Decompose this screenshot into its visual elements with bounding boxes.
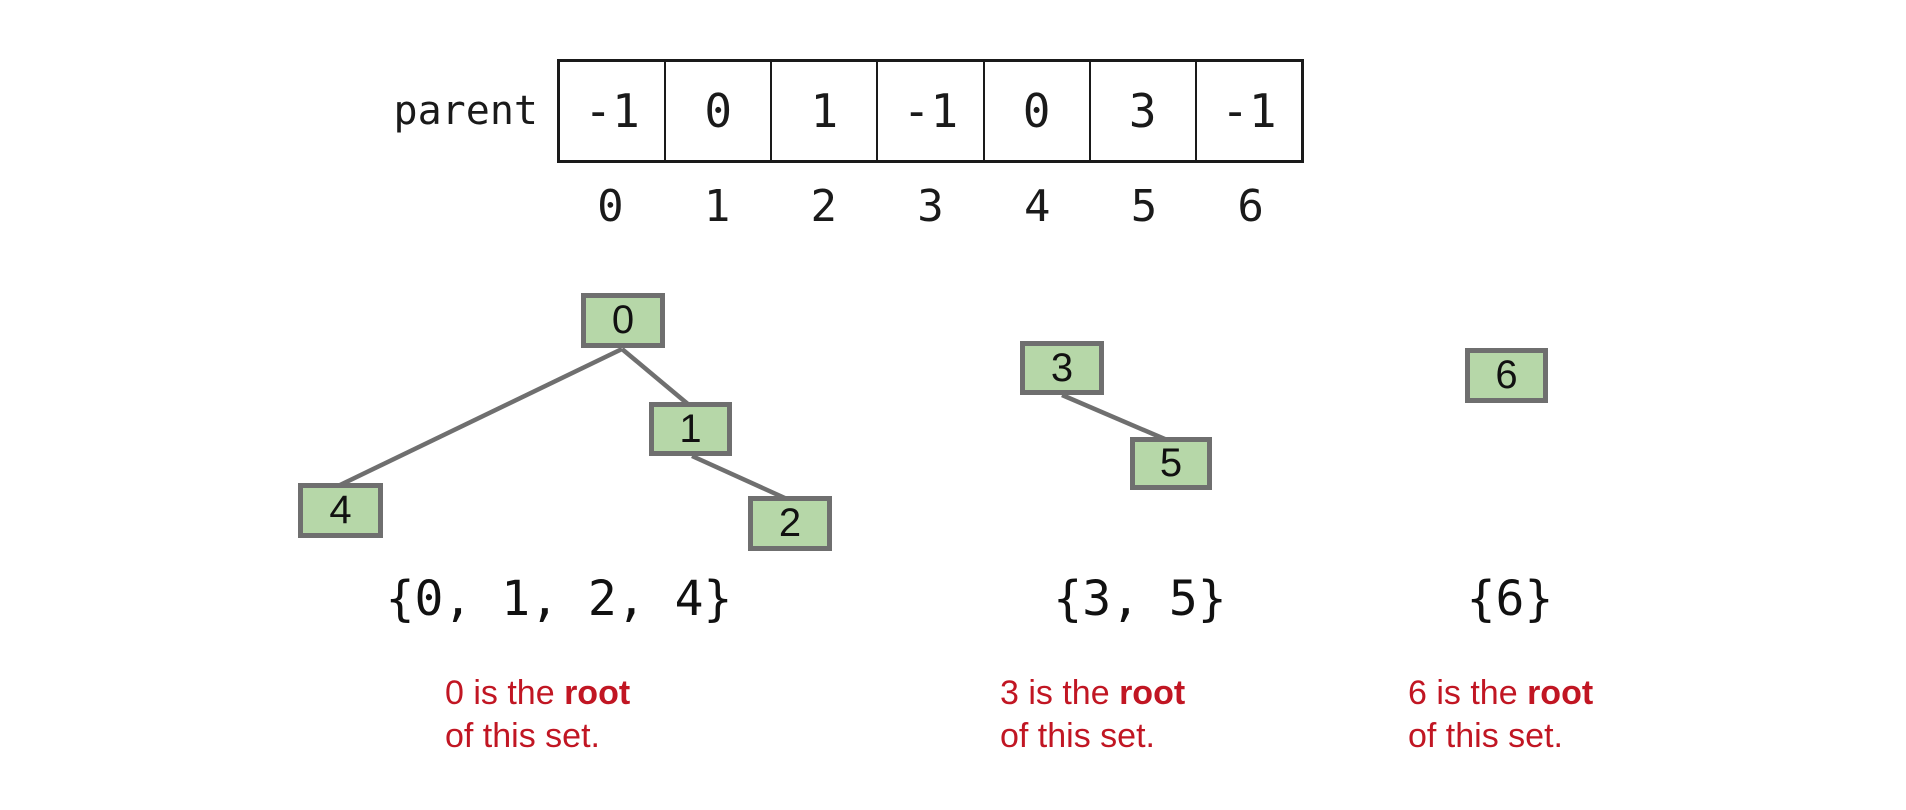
caption-prefix: 6 is the (1408, 674, 1528, 712)
tree-node-2: 2 (748, 496, 832, 551)
set-label-6: {6} (1466, 571, 1554, 627)
caption-root-word: root (1527, 674, 1594, 712)
array-index-2: 2 (810, 180, 838, 232)
array-cell-6: -1 (1194, 62, 1301, 160)
set-label-35: {3, 5} (1053, 571, 1227, 627)
caption-root-0: 0 is the root of this set. (445, 672, 630, 758)
array-index-row: 0 1 2 3 4 5 6 (557, 178, 1304, 234)
array-index-5: 5 (1130, 180, 1158, 232)
tree-node-4: 4 (298, 483, 383, 538)
array-cell-2: 1 (770, 62, 876, 160)
edge-1-2 (691, 453, 788, 502)
array-index-3: 3 (917, 180, 944, 232)
caption-root-word: root (564, 674, 631, 712)
edge-3-5 (1061, 392, 1168, 443)
caption-prefix: 0 is the (445, 674, 565, 712)
caption-root-6: 6 is the root of this set. (1408, 672, 1593, 758)
parent-array-label: parent (393, 88, 539, 134)
array-index-0: 0 (597, 180, 624, 232)
tree-node-0: 0 (581, 293, 665, 348)
caption-root-word: root (1119, 674, 1186, 712)
array-index-6: 6 (1237, 180, 1264, 232)
array-cell-1: 0 (664, 62, 770, 160)
array-cell-5: 3 (1088, 62, 1195, 160)
array-index-4: 4 (1023, 180, 1051, 232)
parent-array: -1 0 1 -1 0 3 -1 (557, 59, 1304, 163)
set-label-0124: {0, 1, 2, 4} (385, 571, 733, 627)
array-cell-4: 0 (982, 62, 1089, 160)
edge-0-1 (620, 347, 691, 407)
array-cell-3: -1 (876, 62, 982, 160)
caption-line2: of this set. (1408, 717, 1563, 755)
caption-root-3: 3 is the root of this set. (1000, 672, 1185, 758)
tree-node-1: 1 (649, 402, 732, 456)
edge-0-4 (337, 346, 623, 489)
tree-node-6: 6 (1465, 348, 1548, 403)
tree-node-5: 5 (1130, 437, 1212, 490)
caption-line2: of this set. (1000, 717, 1155, 755)
array-cell-0: -1 (584, 84, 640, 138)
tree-node-3: 3 (1020, 341, 1104, 395)
caption-prefix: 3 is the (1000, 674, 1120, 712)
caption-line2: of this set. (445, 717, 600, 755)
array-index-1: 1 (703, 180, 731, 232)
